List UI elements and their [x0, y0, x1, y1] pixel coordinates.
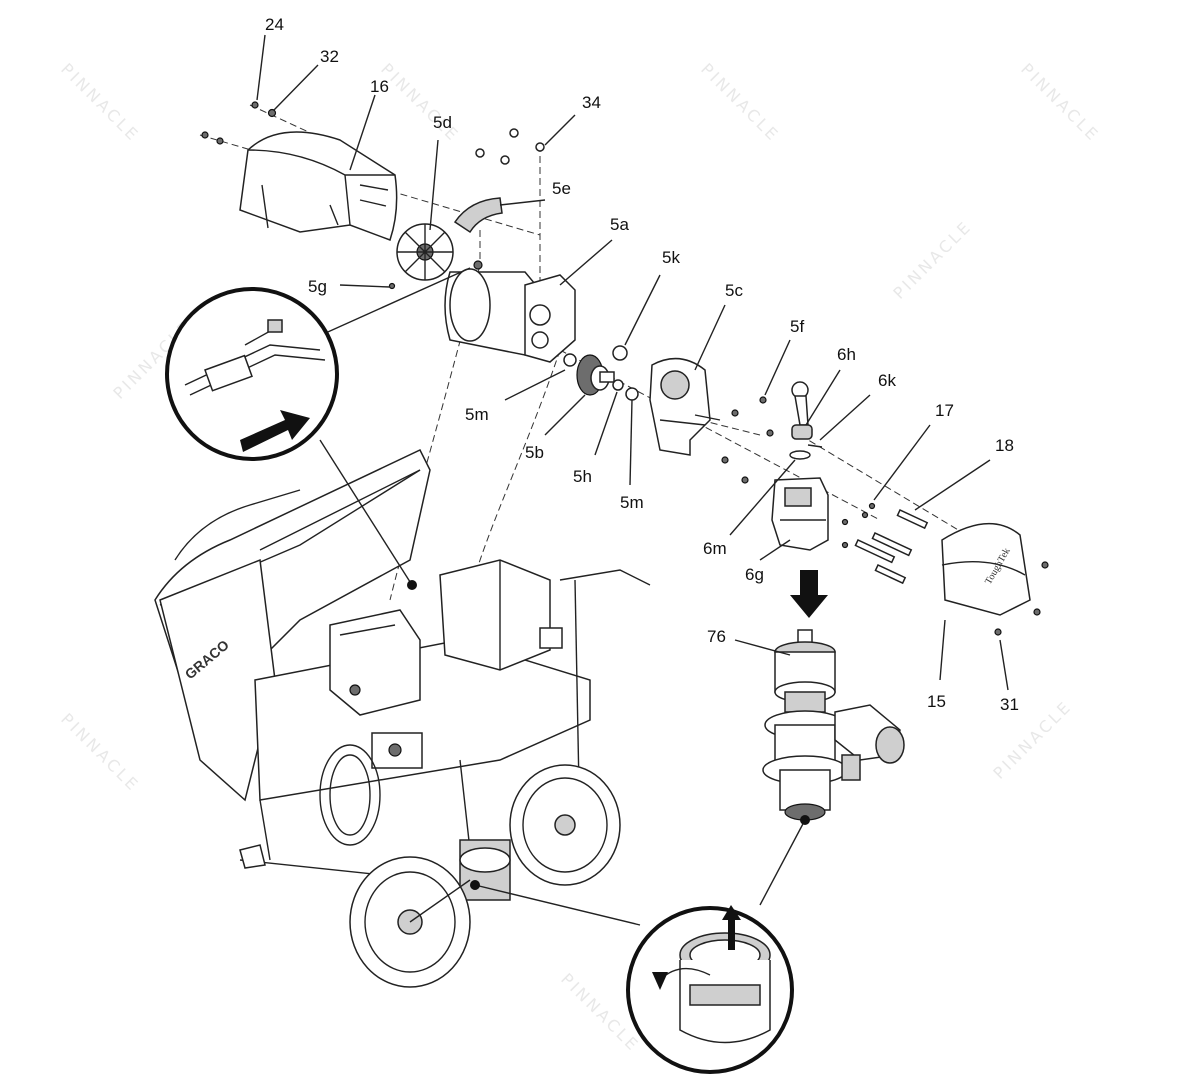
screw	[509, 128, 519, 138]
screw	[1033, 608, 1041, 616]
watermark: PINNACLE	[889, 216, 975, 302]
watermark: PINNACLE	[377, 59, 463, 145]
label-34: 34	[582, 93, 601, 112]
screw	[475, 148, 485, 158]
screw-24	[251, 101, 259, 109]
rear-wheel	[509, 764, 621, 886]
label-5b: 5b	[525, 443, 544, 462]
label-5c: 5c	[725, 281, 743, 300]
screw-5g	[388, 282, 396, 290]
screw-5f	[759, 396, 767, 404]
gear-housing-5c	[649, 357, 721, 456]
label-6m: 6m	[703, 539, 727, 558]
fasteners	[201, 101, 1049, 636]
watermark: PINNACLE	[57, 59, 143, 145]
pin-6k	[807, 444, 823, 448]
arrow-left-icon	[240, 410, 310, 452]
screw	[766, 429, 774, 437]
watermark: PINNACLE	[1017, 59, 1103, 145]
nut	[841, 518, 849, 526]
screw	[1041, 561, 1049, 569]
label-5d: 5d	[433, 113, 452, 132]
sprayer-cart: GRACO	[154, 449, 651, 988]
label-16: 16	[370, 77, 389, 96]
nut-17	[868, 502, 876, 510]
nut	[861, 511, 869, 519]
label-17: 17	[935, 401, 954, 420]
wiring-detail-callout	[165, 267, 471, 590]
label-5g: 5g	[308, 277, 327, 296]
bearing-housing-6g	[771, 477, 829, 551]
motor-5a	[444, 260, 576, 363]
label-18: 18	[995, 436, 1014, 455]
screw	[500, 155, 510, 165]
screw	[721, 456, 729, 464]
assembly-axis-line	[799, 434, 1001, 556]
watermark: PINNACLE	[57, 709, 143, 795]
rotate-arrow-icon	[652, 972, 668, 990]
washer-5k	[612, 345, 628, 361]
pump-lower-76	[762, 629, 905, 821]
label-24: 24	[265, 15, 284, 34]
leader-lines	[256, 34, 1009, 691]
label-5f: 5f	[790, 317, 804, 336]
connecting-rod-6h	[789, 381, 813, 460]
label-6g: 6g	[745, 565, 764, 584]
label-5h: 5h	[573, 467, 592, 486]
label-5e: 5e	[552, 179, 571, 198]
washer	[216, 137, 224, 145]
watermark: PINNACLE	[697, 59, 783, 145]
label-5k: 5k	[662, 248, 680, 267]
label-5a: 5a	[610, 215, 629, 234]
label-5m: 5m	[620, 493, 644, 512]
assembly-axis-line	[699, 419, 761, 436]
motor-shroud-16	[239, 131, 398, 241]
fan-5d	[396, 223, 454, 281]
part-labels: 24 32 16 5d 34 5e 5a 5k 5g 5c 5f 6h 6k 1…	[265, 15, 1019, 714]
label-31: 31	[1000, 695, 1019, 714]
clamp-detail-callout	[470, 815, 810, 1074]
washer-5h	[612, 379, 624, 391]
screw-34	[535, 142, 545, 152]
label-15: 15	[927, 692, 946, 711]
label-6k: 6k	[878, 371, 896, 390]
screw	[201, 131, 209, 139]
washer-32	[267, 108, 277, 118]
screw-31	[994, 628, 1002, 636]
gear-5b	[576, 354, 615, 396]
screw	[731, 409, 739, 417]
label-6h: 6h	[837, 345, 856, 364]
arrow-down-icon	[790, 570, 828, 618]
washer-5m	[563, 353, 577, 367]
bracket-5e	[453, 197, 503, 234]
label-76: 76	[707, 627, 726, 646]
nut	[841, 541, 849, 549]
screw	[741, 476, 749, 484]
washer-5m	[625, 387, 639, 401]
bolts-18	[854, 509, 929, 585]
label-5m: 5m	[465, 405, 489, 424]
label-32: 32	[320, 47, 339, 66]
front-cover-15: ToughTek	[941, 523, 1031, 616]
